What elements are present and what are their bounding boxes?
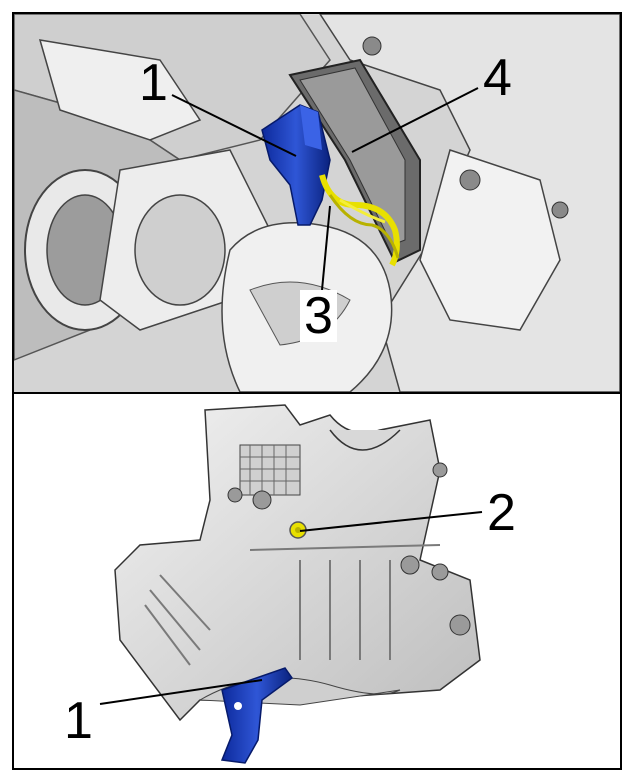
leader-line-bottom-2 — [299, 511, 483, 532]
callout-3-top: 3 — [300, 290, 337, 342]
callout-4-top: 4 — [483, 49, 512, 107]
top-panel-illustration — [14, 14, 620, 392]
callout-1-bottom: 1 — [64, 692, 93, 750]
bottom-panel-illustration — [14, 394, 620, 768]
leader-line-top-1 — [171, 94, 297, 157]
callout-2-bottom: 2 — [487, 484, 516, 542]
leader-line-top-4 — [351, 87, 479, 153]
leader-line-bottom-1 — [99, 679, 263, 705]
leader-line-top-3 — [321, 205, 331, 291]
callout-1-top: 1 — [139, 54, 168, 112]
